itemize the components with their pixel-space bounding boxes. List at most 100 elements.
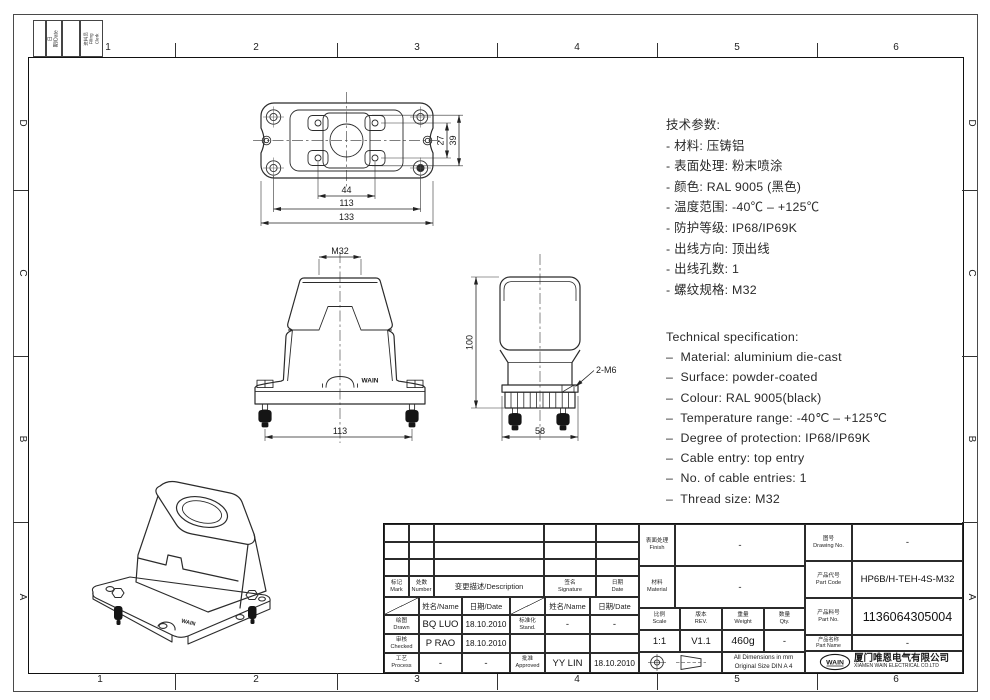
dim-113-label: 113 [339,198,353,208]
revision-empty-cell [434,542,544,559]
dim-27-label: 27 [436,135,446,145]
brand-embossed-text: WAIN [362,378,379,385]
spec-item: – Degree of protection: IP68/IP69K [666,431,871,446]
zone-number-top: 4 [574,42,580,53]
subheader-date: 日期/Date [462,597,510,615]
value: 18.10.2010 [465,639,507,648]
spec-item: - 螺纹规格: M32 [666,282,757,297]
spec-item: – Temperature range: -40℃ – +125℃ [666,410,888,425]
approved-date: 18.10.2010 [590,653,639,673]
revision-empty-cell [596,542,639,559]
header-label: 姓名/Name [549,601,586,611]
iso-bolts [114,606,257,625]
spec-item: - 温度范围: -40℃ – +125℃ [666,200,820,215]
value: YY LIN [552,657,583,669]
header-label: 日期/Date [598,601,631,611]
zone-tick [657,43,658,57]
filing-date-cell: 日期/Date [46,20,62,57]
value: - [612,619,617,630]
revision-empty-cell [596,524,639,542]
zone-tick [817,673,818,690]
zone-letter-left: C [17,269,28,277]
zone-letter-left: B [17,435,28,443]
specs-chinese: 技术参数: - 材料: 压铸铝 - 表面处理: 粉末喷涂 - 颜色: RAL 9… [666,115,956,300]
isometric-view-drawing: WAIN [91,480,271,645]
zone-number-top: 6 [893,42,899,53]
approved-name: YY LIN [545,653,590,673]
revision-empty-cell [384,542,409,559]
front-view-extension-lines [264,259,413,441]
zone-tick [13,356,28,357]
spec-item: – No. of cable entries: 1 [666,471,807,486]
top-view-extension-lines [260,114,463,226]
front-view-dimension-lines [264,255,413,439]
dim-44-label: 44 [341,185,351,195]
header-label: 标记 Mark [390,579,403,593]
revision-empty-cell [384,559,409,576]
front-view-drawing: M32 113 WAIN [254,246,426,443]
zone-letter-right: A [966,593,977,601]
row-label: 产品代号 Part Code [815,572,842,586]
top-view-dimension-lines [260,115,461,225]
row-label: 产品料号 Part No. [817,609,840,623]
top-view-features [261,109,433,176]
row-label: 版本 REV. [694,612,708,625]
iso-flange [91,576,271,645]
zone-letter-left: A [17,593,28,601]
drawn-name: BQ LUO [419,615,462,634]
revision-empty-cell [596,559,639,576]
title-block: 标记 Mark 处数 Number 变更描述/Description 签名 Si… [383,523,964,674]
zone-tick [337,43,338,57]
spec-item: – Material: aluminium die-cast [666,350,842,365]
finish-value: - [675,524,805,566]
value: - [738,539,742,551]
dim-58-label: 58 [535,426,545,436]
subheader-date: 日期/Date [590,597,639,615]
drawing-no-label: 图号 Drawing No. [805,524,852,561]
spec-item: – Cable entry: top entry [666,451,805,466]
revision-header-date: 日期 Date [596,576,639,597]
top-view-outline [260,102,434,179]
filing-clerk-label: 资料员 Filing Clerk [83,31,100,46]
spec-item: - 颜色: RAL 9005 (黑色) [666,179,802,194]
header-label: 日期 Date [611,579,624,593]
row-label: 标准化 Stand. [519,617,536,631]
zone-tick [657,673,658,690]
dimensions-note-cell: All Dimensions in mm Original Size DIN A… [722,652,805,673]
company-name-cn: 厦门唯恩电气有限公司 [853,653,949,665]
rev-value: V1.1 [680,630,722,652]
zone-tick [962,356,977,357]
standardized-label: 标准化 Stand. [510,615,545,634]
value: 18.10.2010 [594,658,635,668]
drawing-no-value: - [852,524,963,561]
spec-item: – Surface: powder-coated [666,370,818,385]
zone-tick [337,673,338,690]
header-label: 姓名/Name [422,601,459,611]
value: 1136064305004 [862,609,953,624]
top-view-drawing: 44 113 133 27 39 [253,92,463,226]
zone-tick [962,522,977,523]
dim-100-label: 100 [465,335,475,350]
note-line1: All Dimensions in mm [733,654,794,662]
zone-number-bottom: 4 [574,674,580,685]
empty-cell [510,634,545,653]
projection-symbols-cell [639,652,722,673]
brand-embossed-text: WAIN [181,618,196,627]
row-label: 比例 Scale [652,612,667,625]
value: - [484,657,488,669]
spec-item: - 出线方向: 顶出线 [666,241,770,256]
weight-value: 460g [722,630,764,652]
value: - [738,581,742,593]
diagonal-cell [510,597,545,615]
row-label: 绘图 Drawn [393,617,410,631]
value: P RAO [425,638,456,649]
empty-cell [590,634,639,653]
drawn-date: 18.10.2010 [462,615,510,634]
value: - [905,637,910,649]
spec-item: - 出线孔数: 1 [666,262,740,277]
subheader-name: 姓名/Name [419,597,462,615]
checked-date: 18.10.2010 [462,634,510,653]
zone-number-top: 1 [105,42,111,53]
row-label: 产品名称 Part Name [816,636,841,649]
